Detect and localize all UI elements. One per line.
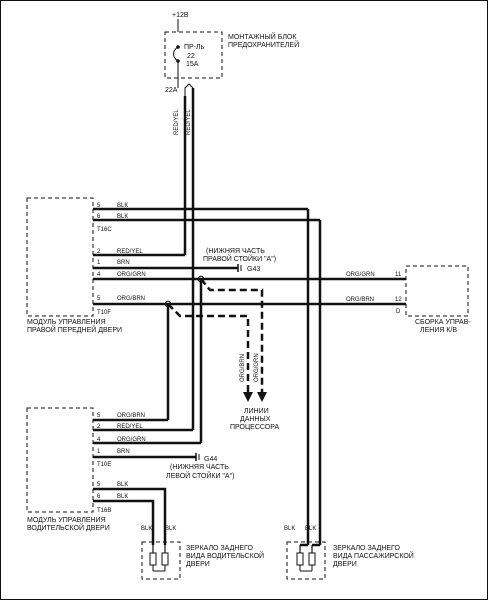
supply-label: +12В [172,12,189,19]
driver-module-label-2: ВОДИТЕЛЬСКОЙ ДВЕРИ [27,523,110,532]
data-lines-label-3: ПРОЦЕССОРА [230,424,279,431]
right-connector-f: T10F [97,310,111,316]
right-connector-c: T16C [97,227,112,233]
ground-g43: G43 (НИЖНЯЯ ЧАСТЬ ПРАВОЙ СТОЙКИ "А") [203,248,276,273]
mirror-left-label-1: ЗЕРКАЛО ЗАДНЕГО [186,545,253,552]
fuse-number: 22 [187,53,195,60]
ground-g44-label-1: (НИЖНЯЯ ЧАСТЬ [170,464,229,471]
driver-pin: 5 [97,482,101,488]
driver-connector-b: T16B [97,508,111,514]
mirror-left-wire-2: BLK [165,526,176,532]
driver-connector-e: T10E [97,462,111,468]
dash-pin-bottom: 12 [395,297,402,303]
ground-g43-label-2: ПРАВОЙ СТОЙКИ "А") [203,254,276,263]
mirror-right-wire-2: BLK [305,526,316,532]
right-door-module: МОДУЛЬ УПРАВЛЕНИЯ ПРАВОЙ ПЕРЕДНЕЙ ДВЕРИ … [26,197,406,334]
data-lines-label-2: ДАННЫХ [240,416,271,423]
driver-pin: 2 [97,424,101,430]
right-pin: 1 [97,260,101,266]
right-wire-label: ORG/GRN [117,272,146,278]
driver-wire-label: BLK [117,494,128,500]
fuse-terminal: 22А [165,87,178,94]
right-pin: 4 [97,272,101,278]
mirror-left-wire-1: BLK [141,526,152,532]
right-wire-label: RED/YEL [117,249,143,255]
right-pin: 6 [97,214,101,220]
fuse-block-title-2: ПРЕДОХРАНИТЕЛЕЙ [228,40,299,49]
right-wire-label: BLK [117,203,128,209]
mirror-left: BLK BLK ЗЕРКАЛО ЗАДНЕГО ВИДА ВОДИТЕЛЬСКО… [141,526,264,580]
ground-g44-label-2: ЛЕВОЙ СТОЙКИ "А") [166,471,234,480]
right-wire-label: BRN [117,260,130,266]
right-pin: 2 [97,249,101,255]
fuse-rating: 15А [186,61,199,68]
fuse-block: +12В ПР-Ль 22 15А МОНТАЖНЫЙ БЛОК ПРЕДОХР… [164,12,299,96]
mirror-right: BLK BLK ЗЕРКАЛО ЗАДНЕГО ВИДА ПАССАЖИРСКО… [284,209,414,580]
driver-pin: 1 [97,449,101,455]
driver-pin: 4 [97,437,101,443]
driver-wire-label: BRN [117,449,130,455]
fuse-name: ПР-Ль [184,44,205,51]
dash-pin-top: 11 [395,272,402,278]
ground-g44-name: G44 [204,456,217,463]
driver-door-module: МОДУЛЬ УПРАВЛЕНИЯ ВОДИТЕЛЬСКОЙ ДВЕРИ 5 O… [26,407,201,545]
right-pin: 5 [97,296,101,302]
right-module-label-2: ПРАВОЙ ПЕРЕДНЕЙ ДВЕРИ [27,325,122,334]
driver-wire-label: ORG/BRN [117,413,145,419]
mirror-right-label-3: ДВЕРИ [333,561,357,568]
feed-wire-label-right: RED/YEL [186,109,192,135]
dash-connector: D [396,309,401,315]
right-pin: 5 [97,203,101,209]
driver-wire-label: BLK [117,482,128,488]
data-line-wire-2: ORG/GRN [254,353,260,382]
feed-wires: RED/YEL RED/YEL [174,88,195,430]
mirror-right-wire-1: BLK [284,526,295,532]
driver-pin: 5 [97,413,101,419]
driver-module-label-1: МОДУЛЬ УПРАВЛЕНИЯ [27,517,106,524]
right-module-label-1: МОДУЛЬ УПРАВЛЕНИЯ [27,319,106,326]
mirror-left-label-2: ВИДА ВОДИТЕЛЬСКОЙ [186,551,264,560]
ground-g43-label-1: (НИЖНЯЯ ЧАСТЬ [206,248,265,255]
ground-g44: G44 (НИЖНЯЯ ЧАСТЬ ЛЕВОЙ СТОЙКИ "А") [166,453,234,480]
mirror-right-label-1: ЗЕРКАЛО ЗАДНЕГО [333,545,400,552]
dash-wire-bottom: ORG/BRN [346,297,374,303]
mirror-right-label-2: ВИДА ПАССАЖИРСКОЙ [333,551,414,560]
feed-wire-label-left: RED/YEL [174,109,180,135]
data-lines: ORG/BRN ORG/GRN ЛИНИИ ДАННЫХ ПРОЦЕССОРА [164,275,279,443]
dash-label-2: ЛЕНИЯ К/В [420,327,457,334]
data-lines-label-1: ЛИНИИ [244,408,269,415]
dash-wire-top: ORG/GRN [346,272,375,278]
mirror-left-label-3: ДВЕРИ [186,561,210,568]
right-wire-label: ORG/BRN [117,296,145,302]
driver-wire-label: RED/YEL [117,424,143,430]
driver-wire-label: ORG/GRN [117,437,146,443]
fuse-block-title-1: МОНТАЖНЫЙ БЛОК [228,32,297,41]
dash-label-1: СБОРКА УПРАВ- [415,319,471,326]
driver-pin: 6 [97,494,101,500]
ground-g43-name: G43 [247,266,260,273]
dash-module: ORG/GRN ORG/BRN 11 12 D СБОРКА УПРАВ- ЛЕ… [346,265,471,334]
right-wire-label: BLK [117,214,128,220]
data-line-wire-1: ORG/BRN [240,354,246,382]
